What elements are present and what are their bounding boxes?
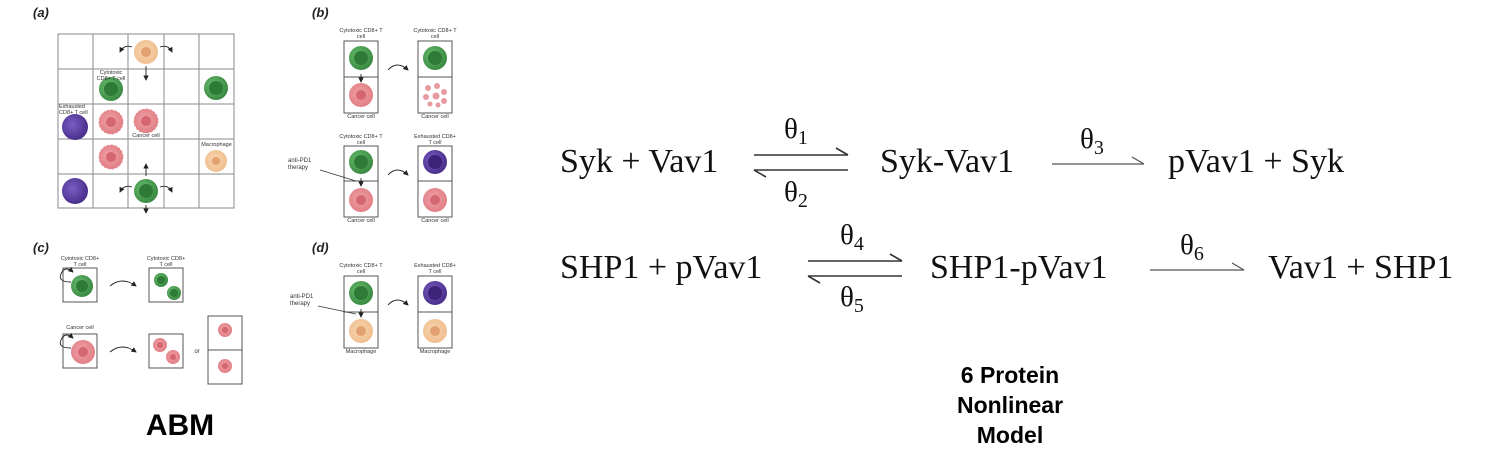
- cancer-cell: [218, 323, 232, 337]
- panel-a-cells: [62, 40, 228, 204]
- panel-b-cells: [349, 46, 447, 212]
- catalytic-arrow-2: [1150, 262, 1245, 271]
- c-or-label: or: [194, 349, 200, 355]
- exhausted-t-cell: [62, 114, 88, 140]
- c-cancer-label: Cancer cell: [66, 325, 94, 331]
- reaction-arrows: [753, 147, 1245, 284]
- theta4-label: θ4: [840, 219, 864, 255]
- c-top-left-label: Cytotoxic CD8+ T cell: [60, 256, 100, 268]
- model-caption-line3: Model: [976, 422, 1044, 448]
- macrophage-cell: [134, 40, 158, 64]
- cancer-cell: [71, 340, 95, 364]
- reaction1-products: pVav1 + Syk: [1168, 143, 1344, 180]
- d-left-label: Cytotoxic CD8+ T cell: [339, 263, 383, 275]
- cytotoxic-t-cell: [204, 76, 228, 100]
- catalytic-arrow-1: [1052, 156, 1145, 165]
- reaction-model: Syk + Vav1 θ1 θ2 Syk-Vav1 θ3 pVav1 + Syk…: [540, 0, 1488, 467]
- cytotoxic-label: Cytotoxic CD8+ T cell: [96, 70, 126, 82]
- model-caption: 6 Protein Nonlinear Model: [910, 360, 1110, 450]
- reaction2-reactants: SHP1 + pVav1: [560, 249, 763, 286]
- exhausted-t-cell: [423, 150, 447, 174]
- theta1-label: θ1: [784, 113, 808, 149]
- cancer-cell: [349, 188, 373, 212]
- reaction2-complex: SHP1-pVav1: [930, 249, 1108, 286]
- cytotoxic-t-cell: [349, 46, 373, 70]
- c-top-right-label: Cytotoxic CD8+ T cell: [146, 256, 186, 268]
- abm-caption: ABM: [145, 409, 215, 442]
- panel-d-letter: (d): [312, 240, 329, 255]
- panel-b-letter: (b): [312, 5, 329, 20]
- cytotoxic-t-cell: [349, 150, 373, 174]
- cancer-cell: [166, 350, 180, 364]
- therapy-pointer: [319, 169, 357, 182]
- b-bottom-left-bottom: Cancer cell: [347, 218, 375, 224]
- abm-figure: (a) (b) (c) (d) Cytotoxic CD8+ T cell Ex…: [0, 0, 520, 467]
- model-caption-line1: 6 Protein: [960, 362, 1060, 388]
- cancer-cell: [133, 108, 159, 134]
- cytotoxic-t-cell: [134, 179, 158, 203]
- cancer-label: Cancer cell: [132, 133, 160, 139]
- panel-b-arrows: [358, 64, 409, 187]
- panel-a-letter: (a): [33, 5, 49, 20]
- cytotoxic-t-cell: [349, 281, 373, 305]
- model-caption-line2: Nonlinear: [956, 392, 1064, 418]
- b-top-right-label: Cytotoxic CD8+ T cell: [413, 28, 457, 40]
- panel-d-cells: [349, 281, 447, 343]
- b-top-right-bottom: Cancer cell: [421, 114, 449, 120]
- cancer-cell: [98, 144, 124, 170]
- panel-c-boxes: [62, 267, 243, 385]
- cytotoxic-t-cell: [423, 46, 447, 70]
- macrophage-cell: [423, 319, 447, 343]
- cancer-cell: [98, 109, 124, 135]
- equilibrium-arrow-2: [807, 253, 903, 284]
- b-bottom-right-bottom: Cancer cell: [421, 218, 449, 224]
- cancer-cell: [153, 338, 167, 352]
- panel-c-arrows: [59, 267, 137, 353]
- macrophage-label: Macrophage: [201, 142, 232, 148]
- theta2-label: θ2: [784, 176, 808, 212]
- panel-c-cells: [71, 273, 232, 373]
- dead-cancer-cell: [423, 83, 447, 108]
- b-top-left-label: Cytotoxic CD8+ T cell: [339, 28, 383, 40]
- exhausted-label: Exhausted CD8+ T cell: [59, 104, 88, 116]
- reaction1-complex: Syk-Vav1: [880, 143, 1015, 180]
- cancer-cell: [218, 359, 232, 373]
- reaction1-reactants: Syk + Vav1: [560, 143, 719, 180]
- b-bottom-right-label: Exhausted CD8+ T cell: [414, 134, 456, 146]
- equilibrium-arrow-1: [753, 147, 849, 178]
- macrophage-cell: [349, 319, 373, 343]
- cytotoxic-t-cell: [99, 77, 123, 101]
- theta6-label: θ6: [1180, 229, 1204, 265]
- theta3-label: θ3: [1080, 123, 1104, 159]
- macrophage-cell: [205, 150, 227, 172]
- panel-a-arrows: [119, 45, 173, 214]
- theta5-label: θ5: [840, 281, 864, 317]
- d-right-bottom: Macrophage: [419, 349, 451, 355]
- therapy-pointer: [317, 305, 357, 315]
- b-bottom-left-label: Cytotoxic CD8+ T cell: [339, 134, 383, 146]
- d-therapy-label: anti-PD1 therapy: [290, 294, 314, 307]
- abm-graphics: [57, 33, 453, 385]
- cancer-cell: [349, 83, 373, 107]
- exhausted-t-cell: [423, 281, 447, 305]
- exhausted-t-cell: [62, 178, 88, 204]
- cytotoxic-t-cell: [154, 273, 168, 287]
- b-top-left-bottom: Cancer cell: [347, 114, 375, 120]
- reaction2-products: Vav1 + SHP1: [1268, 249, 1454, 286]
- d-right-label: Exhausted CD8+ T cell: [414, 263, 456, 275]
- d-left-bottom: Macrophage: [345, 349, 377, 355]
- cytotoxic-t-cell: [71, 275, 93, 297]
- b-therapy-label: anti-PD1 therapy: [288, 158, 312, 171]
- cancer-cell: [423, 188, 447, 212]
- panel-d-arrows: [358, 299, 409, 318]
- panel-c-letter: (c): [33, 240, 49, 255]
- cytotoxic-t-cell: [167, 286, 181, 300]
